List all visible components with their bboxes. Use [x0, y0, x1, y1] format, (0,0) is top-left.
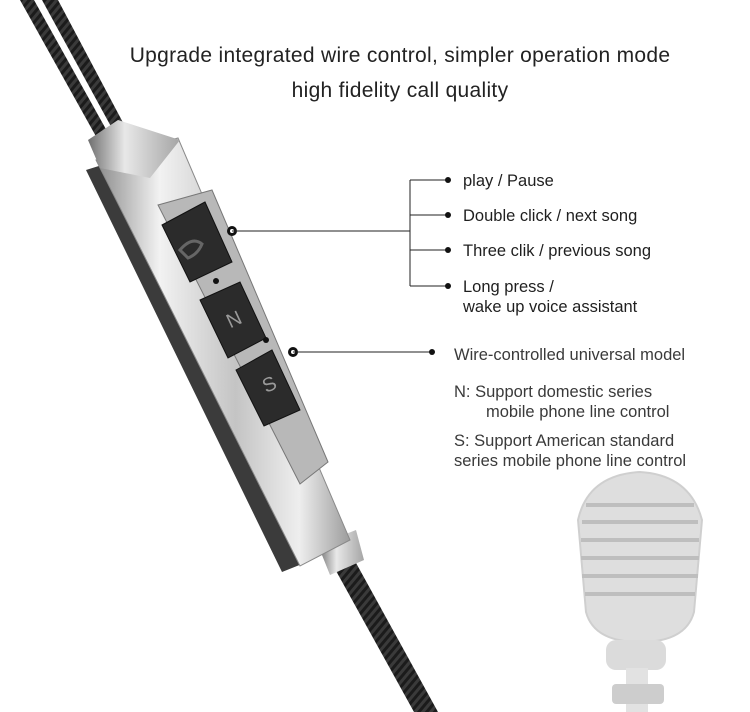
model-connector — [288, 347, 435, 357]
headline-line-1: Upgrade integrated wire control, simpler… — [129, 44, 671, 67]
remote-housing — [86, 120, 351, 572]
lower-cable — [318, 530, 438, 712]
model-s-line-1: S: Support American standard — [454, 432, 675, 450]
function-play-pause: play / Pause — [463, 172, 554, 190]
microphone-icon — [576, 470, 704, 712]
upper-cables — [20, 0, 128, 140]
function-next-song: Double click / next song — [463, 207, 638, 225]
function-voice-assistant: wake up voice assistant — [463, 298, 638, 316]
model-s-line-2: series mobile phone line control — [454, 452, 687, 470]
function-long-press: Long press / — [463, 278, 554, 296]
model-n-line-1: N: Support domestic series — [454, 383, 653, 401]
function-connector — [227, 177, 451, 289]
headline-line-2: high fidelity call quality — [291, 79, 509, 102]
function-previous-song: Three clik / previous song — [463, 242, 652, 260]
model-n-line-2: mobile phone line control — [486, 403, 670, 421]
play-pause-icon — [177, 239, 204, 260]
control-buttons — [161, 201, 301, 427]
model-title: Wire-controlled universal model — [454, 346, 686, 364]
